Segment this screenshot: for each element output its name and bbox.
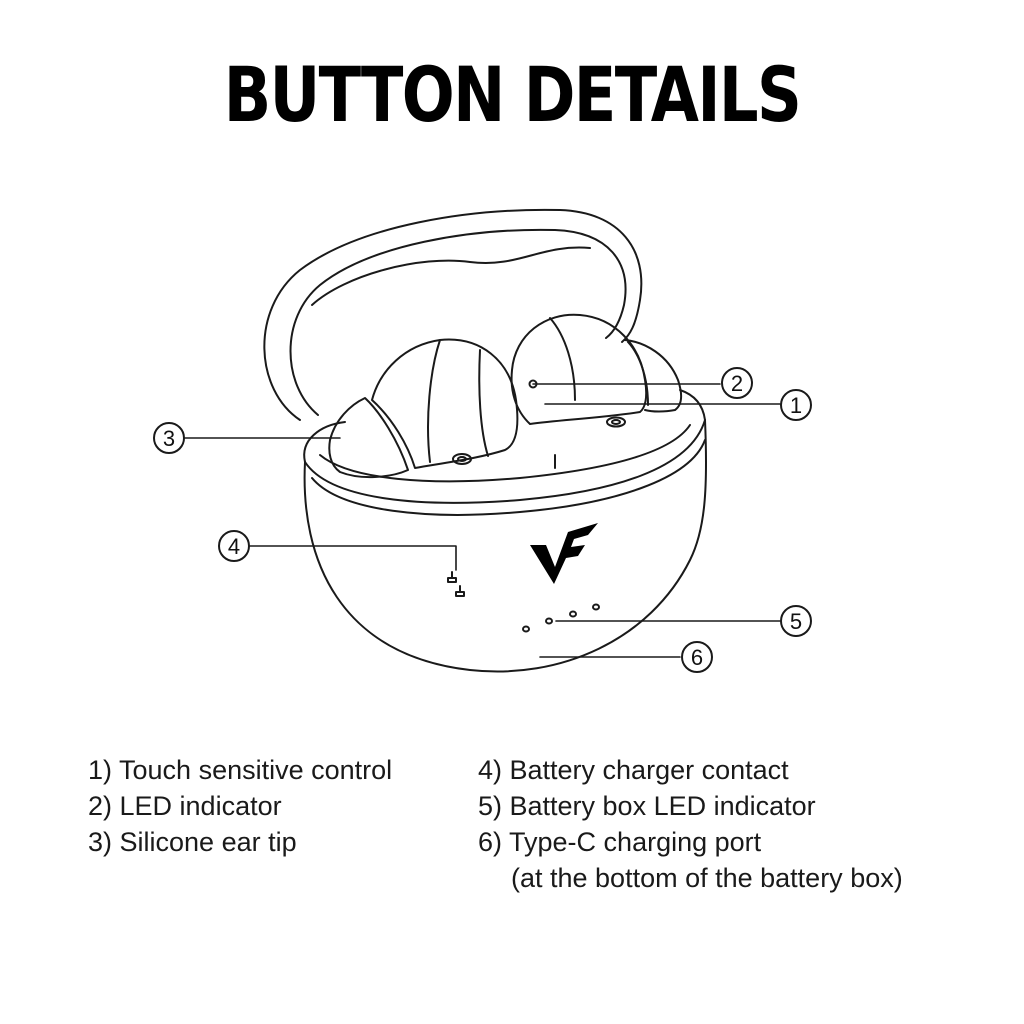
legend-item-type-c-port: 6) Type-C charging port <box>478 827 762 857</box>
callout-5-label: 5 <box>790 609 802 634</box>
callout-3: 3 <box>153 422 185 454</box>
callout-6: 6 <box>681 641 713 673</box>
legend-item-touch-control: 1) Touch sensitive control <box>88 755 393 785</box>
legend-left: 1) Touch sensitive control 2) LED indica… <box>88 752 392 860</box>
page-title: BUTTON DETAILS <box>223 50 802 139</box>
legend-item-led-indicator: 2) LED indicator <box>88 791 282 821</box>
callout-3-label: 3 <box>163 426 175 451</box>
charger-contacts <box>447 571 465 597</box>
callout-5: 5 <box>780 605 812 637</box>
callout-4-label: 4 <box>228 534 240 559</box>
legend-right: 4) Battery charger contact 5) Battery bo… <box>478 752 903 896</box>
battery-led-dots <box>522 603 600 633</box>
brand-logo-icon <box>530 523 598 584</box>
legend-item-box-led: 5) Battery box LED indicator <box>478 791 816 821</box>
callout-2: 2 <box>721 367 753 399</box>
legend-item-type-c-note: (at the bottom of the battery box) <box>511 863 903 893</box>
callout-2-label: 2 <box>731 371 743 396</box>
legend-item-charger-contact: 4) Battery charger contact <box>478 755 789 785</box>
callout-6-label: 6 <box>691 645 703 670</box>
right-earbud <box>510 313 683 428</box>
case-body <box>303 389 708 673</box>
legend-item-ear-tip: 3) Silicone ear tip <box>88 827 297 857</box>
leader-lines <box>184 383 781 658</box>
left-earbud <box>328 338 519 479</box>
callout-4: 4 <box>218 530 250 562</box>
callout-1: 1 <box>780 389 812 421</box>
callout-1-label: 1 <box>790 393 802 418</box>
case-lid <box>263 208 643 421</box>
